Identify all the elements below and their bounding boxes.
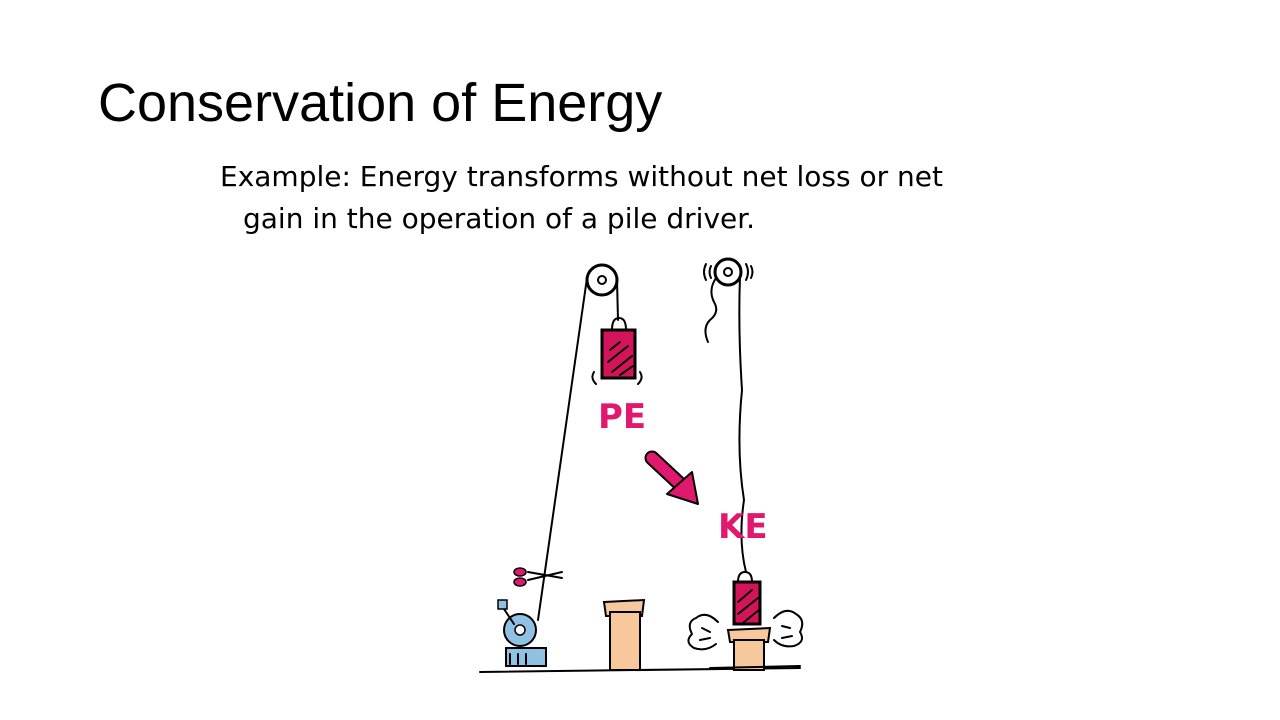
right-pulley-motion-lines xyxy=(703,263,754,281)
pe-label: PE xyxy=(598,397,646,437)
ke-label: KE xyxy=(718,507,768,547)
right-post xyxy=(726,626,772,671)
right-pulley xyxy=(713,257,743,287)
body-line-2: gain in the operation of a pile driver. xyxy=(243,202,756,235)
raised-weight xyxy=(600,328,637,380)
right-falling-rope xyxy=(738,275,747,573)
pile-driver-illustration: PE xyxy=(470,250,810,690)
left-rope xyxy=(537,277,588,621)
right-weight-hook xyxy=(737,571,753,583)
left-pulley xyxy=(585,263,619,297)
body-line-1: Example: Energy transforms without net l… xyxy=(220,160,943,193)
slide-body: Example: Energy transforms without net l… xyxy=(220,156,1020,240)
left-weight-hook xyxy=(611,317,627,331)
falling-weight xyxy=(732,580,762,626)
right-ground-marks xyxy=(709,665,801,669)
pile-driver-drawing: PE xyxy=(479,257,804,673)
right-slack-rope xyxy=(704,277,718,343)
impact-puffs xyxy=(687,609,804,651)
left-rope-drop xyxy=(616,279,619,321)
left-post xyxy=(602,598,646,671)
energy-transform-arrow xyxy=(644,450,699,505)
wobble-marks-left xyxy=(591,371,643,385)
winch xyxy=(497,599,547,667)
slide-title: Conservation of Energy xyxy=(98,73,663,133)
scissors-icon xyxy=(513,567,563,587)
